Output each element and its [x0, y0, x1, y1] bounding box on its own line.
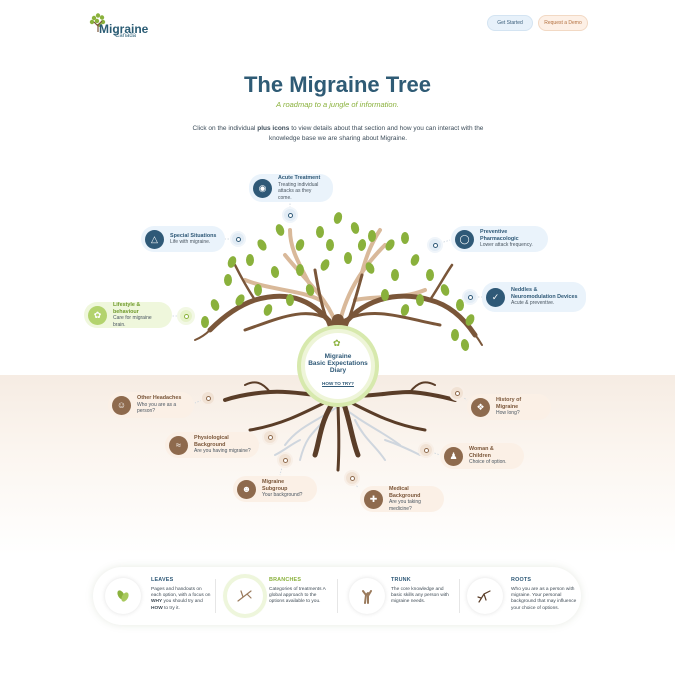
plus-icon-lifestyle-behaviour[interactable]: [180, 310, 192, 322]
leaf-cluster-icon: ✿: [333, 338, 341, 348]
legend-roots-title: ROOTS: [511, 577, 532, 583]
leaves: [201, 212, 475, 351]
plus-icon-woman-children[interactable]: [420, 444, 432, 456]
leaves-icon: [105, 578, 141, 614]
get-started-button[interactable]: Get Started: [487, 15, 533, 31]
group-icon: ☻: [237, 479, 256, 499]
how-to-try-link[interactable]: HOW TO TRY?: [322, 381, 354, 386]
logo-name[interactable]: Migraine: [99, 22, 149, 36]
legend-divider: [459, 579, 460, 613]
legend-leaves-desc: Pages and handouts on each option, with …: [151, 587, 211, 611]
legend-trunk-title: TRUNK: [391, 577, 411, 583]
family-icon: ♟: [444, 446, 463, 466]
legend-branches[interactable]: BRANCHES Categories of treatments A glob…: [215, 567, 337, 625]
plus-icon-migraine-subgroup[interactable]: [279, 454, 291, 466]
roots-icon: [467, 578, 503, 614]
legend-branches-title: BRANCHES: [269, 577, 302, 583]
dna-icon: ≈: [169, 435, 188, 455]
plus-icon-medical-background[interactable]: [346, 472, 358, 484]
legend-leaves-title: LEAVES: [151, 577, 174, 583]
legend-roots[interactable]: ROOTS Who you are as a person with migra…: [459, 567, 581, 625]
head-icon: ◉: [253, 178, 272, 198]
request-demo-button[interactable]: Request a Demo: [538, 15, 588, 31]
tree-legend: LEAVES Pages and handouts on each option…: [93, 567, 581, 625]
migraine-canada-logo-icon[interactable]: [88, 12, 148, 40]
legend-trunk[interactable]: TRUNK The core knowledge and basic skill…: [337, 567, 459, 625]
plus-icon-history-of-migraine[interactable]: [451, 387, 463, 399]
trunk-icon: [349, 578, 385, 614]
profile-head-icon: ☺: [112, 395, 131, 415]
brain-icon: ✿: [88, 305, 107, 325]
legend-divider: [215, 579, 216, 613]
pill-icon: ◯: [455, 229, 474, 249]
plus-icon-acute-treatment[interactable]: [284, 209, 296, 221]
plus-icon-physiological-background[interactable]: [264, 431, 276, 443]
meditation-icon: △: [145, 229, 164, 249]
basic-expectations-diary[interactable]: ✿ Migraine Basic Expectations Diary HOW …: [305, 333, 371, 399]
plus-icon-other-headaches[interactable]: [202, 392, 214, 404]
legend-trunk-desc: The core knowledge and basic skills any …: [391, 587, 449, 605]
page-subtitle: A roadmap to a jungle of information.: [276, 100, 399, 109]
legend-roots-desc: Who you are as a person with migraine. Y…: [511, 587, 577, 611]
plus-icon-preventive-pharmacologic[interactable]: [429, 239, 441, 251]
syringe-icon: ✓: [486, 287, 505, 307]
logo-subtitle: Canada: [115, 33, 137, 39]
legend-branches-desc: Categories of treatments A global approa…: [269, 587, 326, 605]
legend-divider: [337, 579, 338, 613]
medical-folder-icon: ✚: [364, 489, 383, 509]
plus-icon-neddles-neuromodulation[interactable]: [464, 291, 476, 303]
network-icon: ❖: [471, 397, 490, 417]
diary-title: Migraine Basic Expectations Diary: [308, 353, 368, 374]
intro-text: Click on the individual plus icons to vi…: [192, 125, 484, 142]
legend-leaves[interactable]: LEAVES Pages and handouts on each option…: [93, 567, 215, 625]
page-title: The Migraine Tree: [243, 72, 432, 97]
branches-icon: [227, 578, 263, 614]
plus-icon-special-situations[interactable]: [232, 233, 244, 245]
